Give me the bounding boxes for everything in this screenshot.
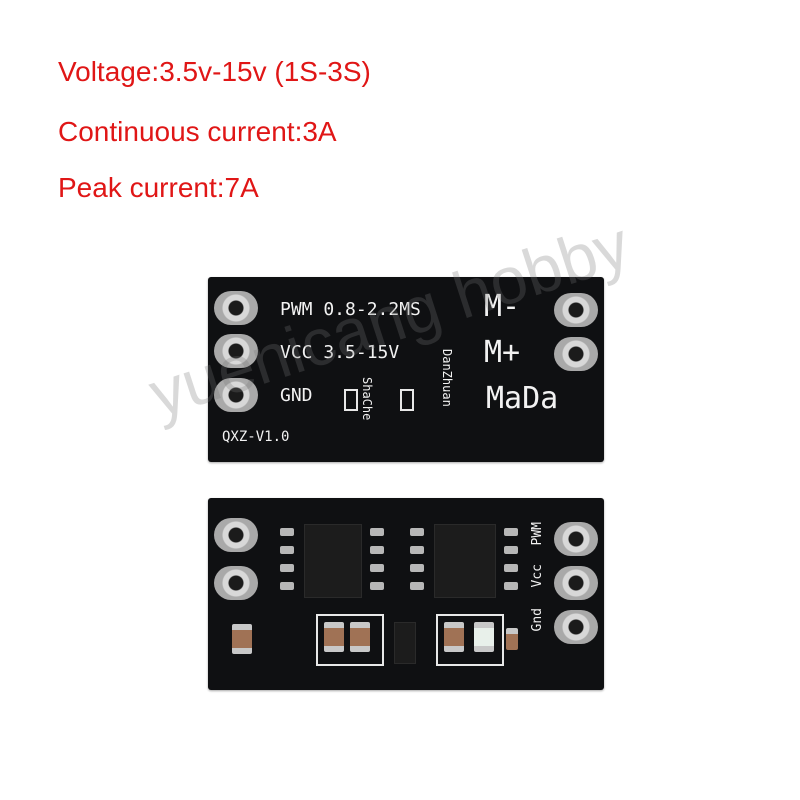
silk-vcc: Vcc [530, 564, 545, 588]
ic2-pin [504, 528, 518, 536]
silk-gnd-label: GND [280, 385, 313, 406]
pad-bottom-left-1 [214, 518, 258, 552]
ic2-pin [504, 582, 518, 590]
silk-mada: MaDa [486, 381, 559, 416]
resistor [506, 628, 518, 650]
pcb-bottom: PWM Vcc Gnd [208, 498, 604, 690]
ic-chip-1 [304, 524, 362, 598]
silk-m-minus: M- [484, 289, 521, 324]
ic1-pin [370, 528, 384, 536]
silk-version: QXZ-V1.0 [222, 429, 290, 445]
ic1-pin [370, 582, 384, 590]
jumper-danzhuan [400, 389, 414, 411]
pad-pwm [214, 291, 258, 325]
component-outline [316, 614, 384, 666]
capacitor [350, 622, 370, 652]
ic1-pin [280, 546, 294, 554]
pad-bottom-left-2 [214, 566, 258, 600]
silk-shache: ShaChe [360, 377, 374, 421]
pad-bottom-right-1 [554, 522, 598, 556]
pad-m-minus [554, 293, 598, 327]
silk-vcc-label: VCC 3.5-15V [280, 342, 400, 363]
pad-vcc [214, 334, 258, 368]
pad-gnd [214, 378, 258, 412]
component-outline [436, 614, 504, 666]
spec-peak-current: Peak current:7A [58, 172, 259, 203]
pad-bottom-right-3 [554, 610, 598, 644]
ic2-pin [410, 528, 424, 536]
spec-voltage: Voltage:3.5v-15v (1S-3S) [58, 56, 371, 87]
silk-m-plus: M+ [484, 335, 521, 370]
ic-chip-2 [434, 524, 496, 598]
ic1-pin [370, 564, 384, 572]
ic2-pin [410, 546, 424, 554]
ic1-pin [280, 582, 294, 590]
spec-continuous-current: Continuous current:3A [58, 116, 337, 147]
ic1-pin [370, 546, 384, 554]
jumper-shache [344, 389, 358, 411]
silk-pwm-label: PWM 0.8-2.2MS [280, 299, 421, 320]
pcb-top: PWM 0.8-2.2MS VCC 3.5-15V GND ShaChe Dan… [208, 277, 604, 462]
silk-gnd: Gnd [530, 608, 545, 632]
silk-pwm: PWM [530, 522, 545, 546]
ic2-pin [410, 582, 424, 590]
ic1-pin [280, 528, 294, 536]
capacitor [324, 622, 344, 652]
ic2-pin [504, 564, 518, 572]
pad-m-plus [554, 337, 598, 371]
ic2-pin [504, 546, 518, 554]
pad-bottom-right-2 [554, 566, 598, 600]
silk-danzhuan: DanZhuan [440, 349, 454, 407]
transistor [394, 622, 416, 664]
ic2-pin [410, 564, 424, 572]
ic1-pin [280, 564, 294, 572]
led [474, 622, 494, 652]
capacitor [444, 622, 464, 652]
capacitor [232, 624, 252, 654]
